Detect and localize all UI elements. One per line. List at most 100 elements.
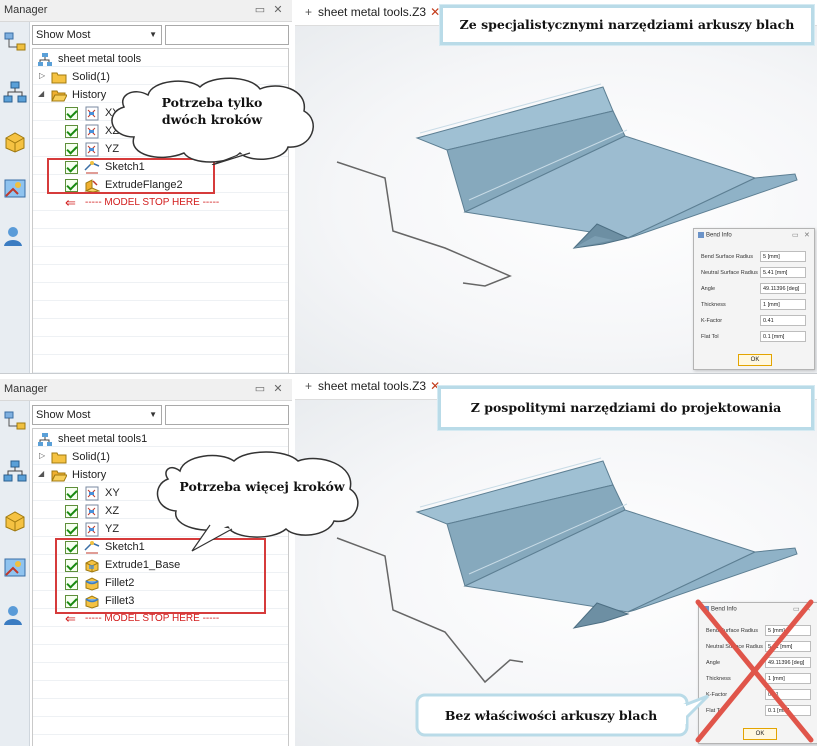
dialog-value[interactable]: 1 [mm] <box>765 673 811 684</box>
ok-button[interactable]: OK <box>743 728 777 740</box>
expand-icon[interactable]: ▷ <box>39 71 46 80</box>
visibility-checkbox[interactable] <box>65 559 78 572</box>
dialog-value[interactable]: 49.11396 [deg] <box>760 283 806 294</box>
user-icon[interactable] <box>2 224 28 248</box>
dialog-label: Thickness <box>701 302 726 308</box>
document-tab[interactable]: + sheet metal tools.Z3✕ <box>305 5 440 19</box>
tree-history[interactable]: ◢ History <box>33 87 288 105</box>
3d-viewport[interactable] <box>295 400 817 746</box>
part-icon[interactable] <box>2 130 28 154</box>
dialog-value[interactable]: 49.11396 [deg] <box>765 657 811 668</box>
fillet-icon <box>85 595 99 609</box>
tree-item-sketch1[interactable]: Sketch1 <box>33 159 288 177</box>
pin-icon[interactable]: ▭ <box>254 383 266 395</box>
ok-button[interactable]: OK <box>738 354 772 366</box>
highlight-box <box>55 538 266 614</box>
show-filter-dropdown[interactable]: Show Most ▼ <box>32 25 162 45</box>
tree-item-extrude1-base[interactable]: Extrude1_Base <box>33 557 288 575</box>
tree-item-label: Sketch1 <box>105 541 145 553</box>
visibility-checkbox[interactable] <box>65 107 78 120</box>
visibility-checkbox[interactable] <box>65 161 78 174</box>
assembly-tree-icon[interactable] <box>2 409 28 433</box>
close-tab-icon[interactable]: ✕ <box>430 5 441 19</box>
pin-icon[interactable]: ▭ <box>792 232 799 239</box>
dialog-value[interactable]: 0.41 <box>760 315 806 326</box>
tree-history-label: History <box>72 89 107 101</box>
show-filter-dropdown[interactable]: Show Most ▼ <box>32 405 162 425</box>
close-tab-icon[interactable]: ✕ <box>430 379 441 393</box>
bottom-callout-text: Bez właściwości arkuszy blach <box>444 708 658 723</box>
visibility-checkbox[interactable] <box>65 125 78 138</box>
tree-item-fillet2[interactable]: Fillet2 <box>33 575 288 593</box>
dialog-value[interactable]: 1 [mm] <box>760 299 806 310</box>
cross-mark-icon <box>695 599 814 743</box>
tree-item-yz[interactable]: YZ <box>33 521 288 539</box>
document-tab[interactable]: +sheet metal tools.Z3✕ <box>305 379 440 393</box>
model-stop-marker[interactable]: ⇐ ----- MODEL STOP HERE ----- <box>33 195 288 213</box>
plane-icon <box>85 504 99 519</box>
visibility-checkbox[interactable] <box>65 541 78 554</box>
tree-solid[interactable]: ▷ Solid(1) <box>33 69 288 87</box>
search-input[interactable] <box>165 405 289 425</box>
sketch-icon <box>84 161 100 174</box>
visibility-checkbox[interactable] <box>65 179 78 192</box>
hierarchy-icon[interactable] <box>2 459 28 483</box>
tree-item-xz[interactable]: XZ <box>33 503 288 521</box>
close-icon[interactable]: ✕ <box>273 4 283 16</box>
profile-sketch <box>336 537 524 684</box>
pin-icon[interactable]: ▭ <box>254 4 266 16</box>
image-import-icon[interactable] <box>2 556 28 580</box>
dialog-value[interactable]: 0.1 [mm] <box>760 331 806 342</box>
tree-solid[interactable]: ▷ Solid(1) <box>33 449 288 467</box>
visibility-checkbox[interactable] <box>65 505 78 518</box>
tree-item-sketch1[interactable]: Sketch1 <box>33 539 288 557</box>
tree-item-xy[interactable]: XY <box>33 485 288 503</box>
visibility-checkbox[interactable] <box>65 143 78 156</box>
assembly-tree-icon[interactable] <box>2 30 28 54</box>
document-tab-label: sheet metal tools.Z3 <box>318 5 427 19</box>
tree-item-label: Extrude1_Base <box>105 559 181 571</box>
model-stop-marker[interactable]: ⇐ ----- MODEL STOP HERE ----- <box>33 611 288 629</box>
fillet-icon <box>85 577 99 591</box>
visibility-checkbox[interactable] <box>65 487 78 500</box>
tree-item-fillet3[interactable]: Fillet3 <box>33 593 288 611</box>
top-panel: Manager ▭ ✕ Show Most ▼ sheet metal tool… <box>0 0 817 373</box>
dialog-value[interactable]: 5 [mm] <box>760 251 806 262</box>
banner-callout: Ze specjalistycznymi narzędziami arkuszy… <box>440 5 814 45</box>
close-icon[interactable]: ✕ <box>804 232 810 239</box>
show-filter-value: Show Most <box>36 29 91 41</box>
tree-root[interactable]: sheet metal tools1 <box>33 431 288 449</box>
tree-item-xz[interactable]: XZ <box>33 123 288 141</box>
tree-history[interactable]: ◢ History <box>33 467 288 485</box>
part-icon[interactable] <box>2 509 28 533</box>
banner-text: Ze specjalistycznymi narzędziami arkuszy… <box>459 17 795 32</box>
collapse-icon[interactable]: ◢ <box>38 469 45 478</box>
image-import-icon[interactable] <box>2 177 28 201</box>
pin-icon[interactable]: ▭ <box>793 606 800 613</box>
visibility-checkbox[interactable] <box>65 577 78 590</box>
dialog-label: Angle <box>701 286 716 292</box>
close-icon[interactable]: ✕ <box>273 383 283 395</box>
dialog-value[interactable]: 5.41 [mm] <box>765 641 811 652</box>
dialog-title-label: Bend Info <box>706 232 732 239</box>
plus-icon: + <box>305 5 313 19</box>
expand-icon[interactable]: ▷ <box>39 451 46 460</box>
dialog-value[interactable]: 5.41 [mm] <box>760 267 806 278</box>
visibility-checkbox[interactable] <box>65 595 78 608</box>
model-stop-label: ----- MODEL STOP HERE ----- <box>85 613 220 624</box>
bottom-callout-shape <box>415 693 710 737</box>
visibility-checkbox[interactable] <box>65 523 78 536</box>
tree-root[interactable]: sheet metal tools <box>33 51 288 69</box>
search-input[interactable] <box>165 25 289 45</box>
user-icon[interactable] <box>2 603 28 627</box>
collapse-icon[interactable]: ◢ <box>38 89 45 98</box>
tree-item-yz[interactable]: YZ <box>33 141 288 159</box>
tree-item-label: ExtrudeFlange2 <box>105 179 183 191</box>
tree-item-extrudeflange2[interactable]: ExtrudeFlange2 <box>33 177 288 195</box>
hierarchy-icon[interactable] <box>2 80 28 104</box>
dialog-label: K-Factor <box>701 318 723 324</box>
